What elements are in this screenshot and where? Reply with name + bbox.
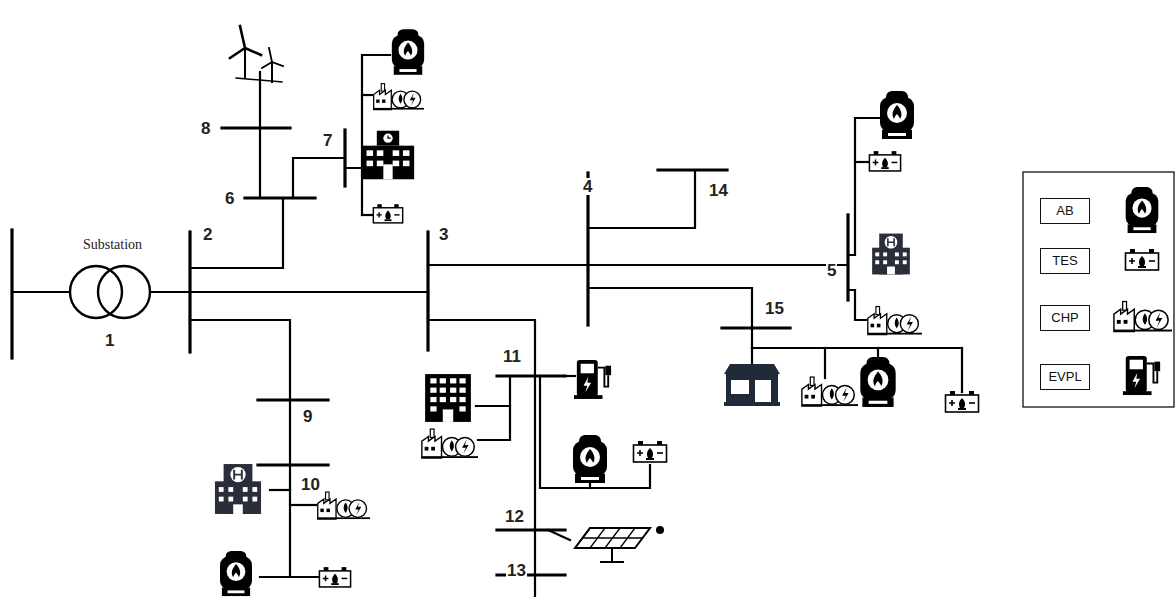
bus-number: 4 (582, 178, 593, 195)
school-building (362, 131, 414, 180)
bus-number: 11 (502, 348, 522, 365)
bus-number: 3 (438, 226, 449, 243)
chp-icon (318, 492, 370, 519)
ab-icon (392, 29, 424, 75)
tes-icon (869, 151, 900, 171)
chp-icon (868, 307, 922, 335)
pv-panel (575, 526, 664, 562)
shop-building (724, 364, 780, 406)
bus-number: 7 (322, 132, 333, 149)
legend-text: AB (1056, 203, 1073, 218)
legend-item: EVPL (1040, 364, 1090, 390)
legend-evpl-icon (1123, 356, 1160, 395)
legend-text: EVPL (1048, 369, 1081, 384)
legend-item: AB (1040, 198, 1090, 224)
bus-number: 10 (300, 476, 321, 493)
bus-number: 9 (302, 408, 313, 425)
evpl-icon (574, 360, 611, 399)
bus-number: 12 (504, 508, 525, 525)
legend-text: TES (1052, 253, 1077, 268)
bus-number: 14 (708, 182, 729, 199)
legend-chp-icon (1114, 302, 1172, 332)
legend-item: CHP (1040, 305, 1090, 331)
bus-number: 2 (202, 226, 213, 243)
substation-label: Substation (82, 238, 143, 252)
legend-ab-icon (1126, 187, 1159, 233)
bus-number: 13 (506, 562, 527, 579)
hospital-building (872, 234, 910, 275)
legend-text: CHP (1051, 310, 1078, 325)
hospital-building (215, 464, 261, 514)
tes-icon (373, 204, 402, 223)
chp-icon (422, 429, 478, 458)
bus-number: 8 (200, 120, 211, 137)
tes-icon (946, 391, 979, 412)
legend-frame (1023, 172, 1174, 407)
ab-icon (860, 357, 895, 407)
ab-icon (220, 551, 252, 596)
tes-icon (319, 567, 350, 587)
ab-icon (573, 435, 607, 483)
tes-icon (634, 441, 667, 462)
office-building (425, 374, 471, 422)
bus-number: 5 (826, 262, 837, 279)
legend-item: TES (1040, 248, 1090, 274)
bus-number: 15 (764, 300, 785, 317)
bus-number: 1 (104, 332, 115, 349)
legend-tes-icon (1126, 249, 1159, 270)
bus-number: 6 (224, 190, 235, 207)
ab-icon (880, 91, 914, 139)
chp-icon (802, 377, 858, 406)
chp-icon (374, 84, 424, 110)
